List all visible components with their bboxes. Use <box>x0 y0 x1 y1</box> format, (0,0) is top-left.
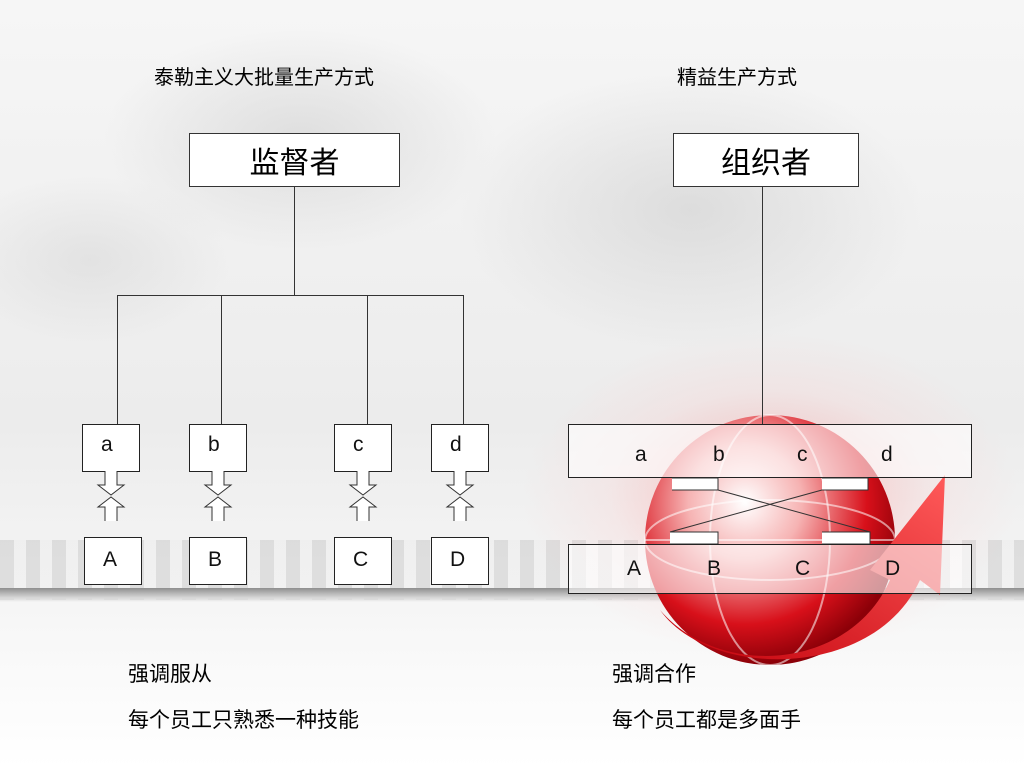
task-box-a: a <box>82 424 140 472</box>
right-note-multiskill: 每个员工都是多面手 <box>612 708 801 732</box>
down-arrow-icon <box>203 471 233 521</box>
branch-a <box>117 295 118 425</box>
supervisor-stem <box>294 187 295 295</box>
worker-label-d: D <box>450 548 466 571</box>
task-label-c: c <box>353 433 364 456</box>
left-note-obedience: 强调服从 <box>128 662 212 686</box>
branch-c <box>367 295 368 425</box>
left-note-single-skill: 每个员工只熟悉一种技能 <box>128 708 359 732</box>
organizer-box: 组织者 <box>673 133 859 187</box>
left-heading: 泰勒主义大批量生产方式 <box>154 65 374 89</box>
worker-label-a: A <box>103 548 118 571</box>
down-arrow-icon <box>445 471 475 521</box>
arrow-swoosh <box>660 475 945 660</box>
task-box-c: c <box>334 424 392 472</box>
shared-worker-box: A B C D <box>568 544 972 594</box>
down-arrow-icon <box>348 471 378 521</box>
task-box-d: d <box>431 424 489 472</box>
shared-task-box: a b c d <box>568 424 972 478</box>
branch-b <box>221 295 222 425</box>
worker-box-b: B <box>189 537 247 585</box>
organizer-label: 组织者 <box>721 146 811 181</box>
organizer-stem <box>762 187 763 425</box>
supervisor-bus <box>117 295 464 296</box>
shared-worker-label-d: D <box>885 557 901 580</box>
worker-label-b: B <box>208 548 223 571</box>
shared-task-label-c: c <box>797 443 808 466</box>
supervisor-label: 监督者 <box>249 146 340 181</box>
down-arrow-icon <box>96 471 126 521</box>
shared-worker-label-a: A <box>627 557 642 580</box>
shared-task-label-b: b <box>713 443 725 466</box>
worker-box-d: D <box>431 537 489 585</box>
shared-task-label-a: a <box>635 443 647 466</box>
right-note-cooperation: 强调合作 <box>612 662 696 686</box>
task-label-d: d <box>450 433 462 456</box>
worker-box-c: C <box>334 537 392 585</box>
supervisor-box: 监督者 <box>189 133 400 187</box>
task-box-b: b <box>189 424 247 472</box>
branch-d <box>463 295 464 425</box>
shared-worker-label-b: B <box>707 557 722 580</box>
shared-task-label-d: d <box>881 443 893 466</box>
shared-worker-label-c: C <box>795 557 811 580</box>
task-label-b: b <box>208 433 220 456</box>
cross-connector <box>669 477 871 545</box>
right-heading: 精益生产方式 <box>677 65 797 89</box>
worker-box-a: A <box>84 537 142 585</box>
worker-label-c: C <box>353 548 369 571</box>
task-label-a: a <box>101 433 113 456</box>
